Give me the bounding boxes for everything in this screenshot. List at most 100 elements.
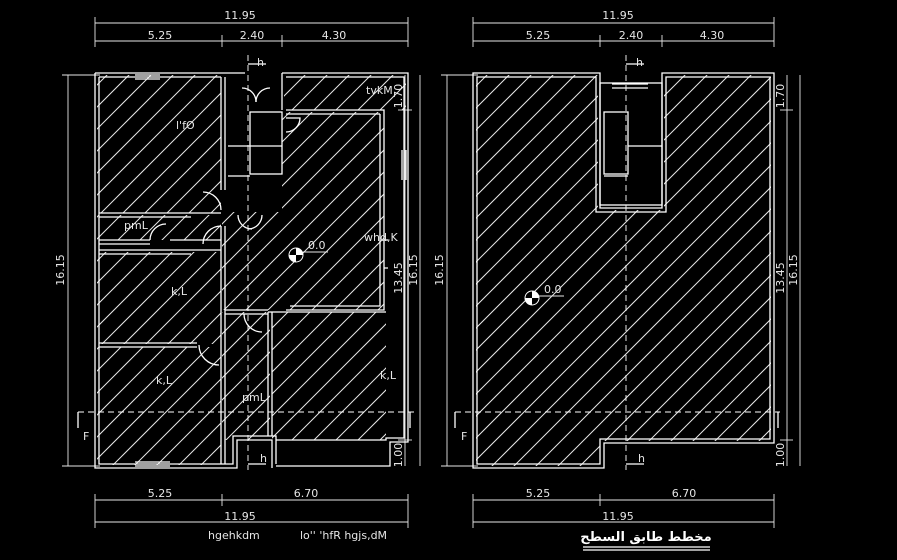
left-room-bed-2-label: k,L bbox=[156, 374, 173, 387]
hatch-line bbox=[372, 70, 772, 470]
hatch-line bbox=[134, 378, 221, 465]
hatch-line bbox=[101, 252, 195, 344]
hatch-line bbox=[818, 70, 897, 470]
hatch-line bbox=[222, 112, 355, 310]
hatch-line bbox=[592, 70, 897, 470]
left-dim-right-bottom: 1.00 bbox=[392, 443, 405, 468]
hatch-line bbox=[790, 70, 897, 470]
hatch-line bbox=[97, 252, 129, 284]
hatch-bath-bottom bbox=[0, 70, 897, 470]
right-section-h-top: h bbox=[636, 56, 643, 69]
left-room-labels: l'fO tvkM pmL whd,K k,L k,L k,L pmL bbox=[124, 84, 398, 404]
hatch-line bbox=[145, 268, 221, 344]
hatch-line bbox=[614, 70, 897, 470]
left-room-bath-top-label: pmL bbox=[124, 219, 149, 232]
right-walls bbox=[472, 72, 775, 469]
hatch-line bbox=[0, 70, 244, 470]
hatch-line bbox=[614, 70, 897, 470]
hatch-line bbox=[476, 75, 581, 466]
hatch-line bbox=[526, 70, 897, 470]
right-dim-right-mid: 13.45 bbox=[774, 262, 787, 294]
hatch-line bbox=[476, 75, 735, 466]
hatch-line bbox=[97, 215, 100, 218]
hatch-line bbox=[144, 136, 221, 213]
hatch-line bbox=[570, 70, 897, 470]
hatch-line bbox=[328, 70, 728, 470]
hatch-line bbox=[724, 70, 897, 470]
hatch-line bbox=[619, 75, 771, 466]
hatch-line bbox=[0, 70, 266, 470]
hatch-line bbox=[0, 70, 288, 470]
hatch-line bbox=[328, 70, 728, 470]
left-dim-top-total: 11.95 bbox=[224, 9, 256, 22]
hatch-line bbox=[328, 70, 728, 470]
hatch-line bbox=[0, 70, 178, 470]
right-floor-plan: 11.95 5.25 2.40 4.30 16.15 1.70 13.45 16… bbox=[433, 9, 897, 551]
left-room-top-right-label: tvkM bbox=[366, 84, 393, 97]
left-room-bed-3-label: k,L bbox=[380, 369, 397, 382]
hatch-line bbox=[636, 70, 897, 470]
hatch-line bbox=[394, 70, 794, 470]
hatch-line bbox=[372, 70, 772, 470]
hatch-line bbox=[394, 70, 794, 470]
hatch-line bbox=[707, 75, 771, 466]
hatch-line bbox=[328, 70, 728, 470]
hatch-bed-3 bbox=[0, 70, 897, 470]
hatch-line bbox=[0, 70, 288, 470]
hatch-line bbox=[0, 70, 178, 470]
hatch-line bbox=[0, 70, 200, 470]
hatch-line bbox=[476, 75, 537, 466]
hatch-line bbox=[636, 70, 897, 470]
hatch-line bbox=[97, 347, 188, 438]
right-level-marker: 0.0 bbox=[524, 283, 564, 306]
hatch-line bbox=[724, 70, 897, 470]
right-dim-left-total: 16.15 bbox=[433, 254, 446, 286]
hatch-line bbox=[636, 70, 897, 470]
hatch-line bbox=[0, 70, 134, 470]
hatch-line bbox=[570, 70, 897, 470]
hatch-line bbox=[570, 70, 897, 470]
hatch-line bbox=[222, 112, 384, 310]
hatch-line bbox=[526, 70, 897, 470]
left-section-lines: h h F bbox=[77, 55, 416, 470]
right-level-value: 0.0 bbox=[544, 283, 562, 296]
hatch-line bbox=[592, 70, 897, 470]
hatch-line bbox=[0, 70, 266, 470]
hatch-line bbox=[570, 70, 897, 470]
hatch-line bbox=[790, 70, 897, 470]
left-section-h-top: h bbox=[257, 56, 264, 69]
hatch-line bbox=[526, 70, 897, 470]
hatch-line bbox=[641, 75, 771, 466]
hatch-line bbox=[0, 70, 178, 470]
hatch-line bbox=[840, 70, 897, 470]
left-stairs bbox=[228, 111, 283, 177]
left-dim-top-c: 4.30 bbox=[322, 29, 347, 42]
hatch-line bbox=[531, 75, 771, 466]
right-dim-top-c: 4.30 bbox=[700, 29, 725, 42]
hatch-line bbox=[0, 70, 134, 470]
hatch-line bbox=[372, 70, 772, 470]
hatch-line bbox=[614, 70, 897, 470]
hatch-line bbox=[0, 70, 134, 470]
hatch-line bbox=[0, 70, 90, 470]
hatch-line bbox=[526, 70, 897, 470]
hatch-line bbox=[97, 75, 130, 108]
hatch-line bbox=[222, 112, 289, 310]
hatch-line bbox=[614, 70, 897, 470]
hatch-line bbox=[526, 70, 897, 470]
right-dim-bottom-a: 5.25 bbox=[526, 487, 551, 500]
hatch-line bbox=[614, 70, 897, 470]
hatch-line bbox=[526, 70, 897, 470]
left-room-living-label: whd,K bbox=[364, 231, 398, 244]
hatch-line bbox=[0, 70, 200, 470]
left-dim-right-mid: 13.45 bbox=[392, 262, 405, 294]
hatch-line bbox=[222, 373, 270, 423]
left-dim-bottom-a: 5.25 bbox=[148, 487, 173, 500]
hatch-line bbox=[222, 112, 377, 310]
hatch-line bbox=[222, 112, 384, 310]
left-room-bed-1-label: k,L bbox=[171, 285, 188, 298]
hatch-line bbox=[327, 112, 384, 310]
hatch-line bbox=[0, 70, 266, 470]
hatch-line bbox=[570, 70, 897, 470]
